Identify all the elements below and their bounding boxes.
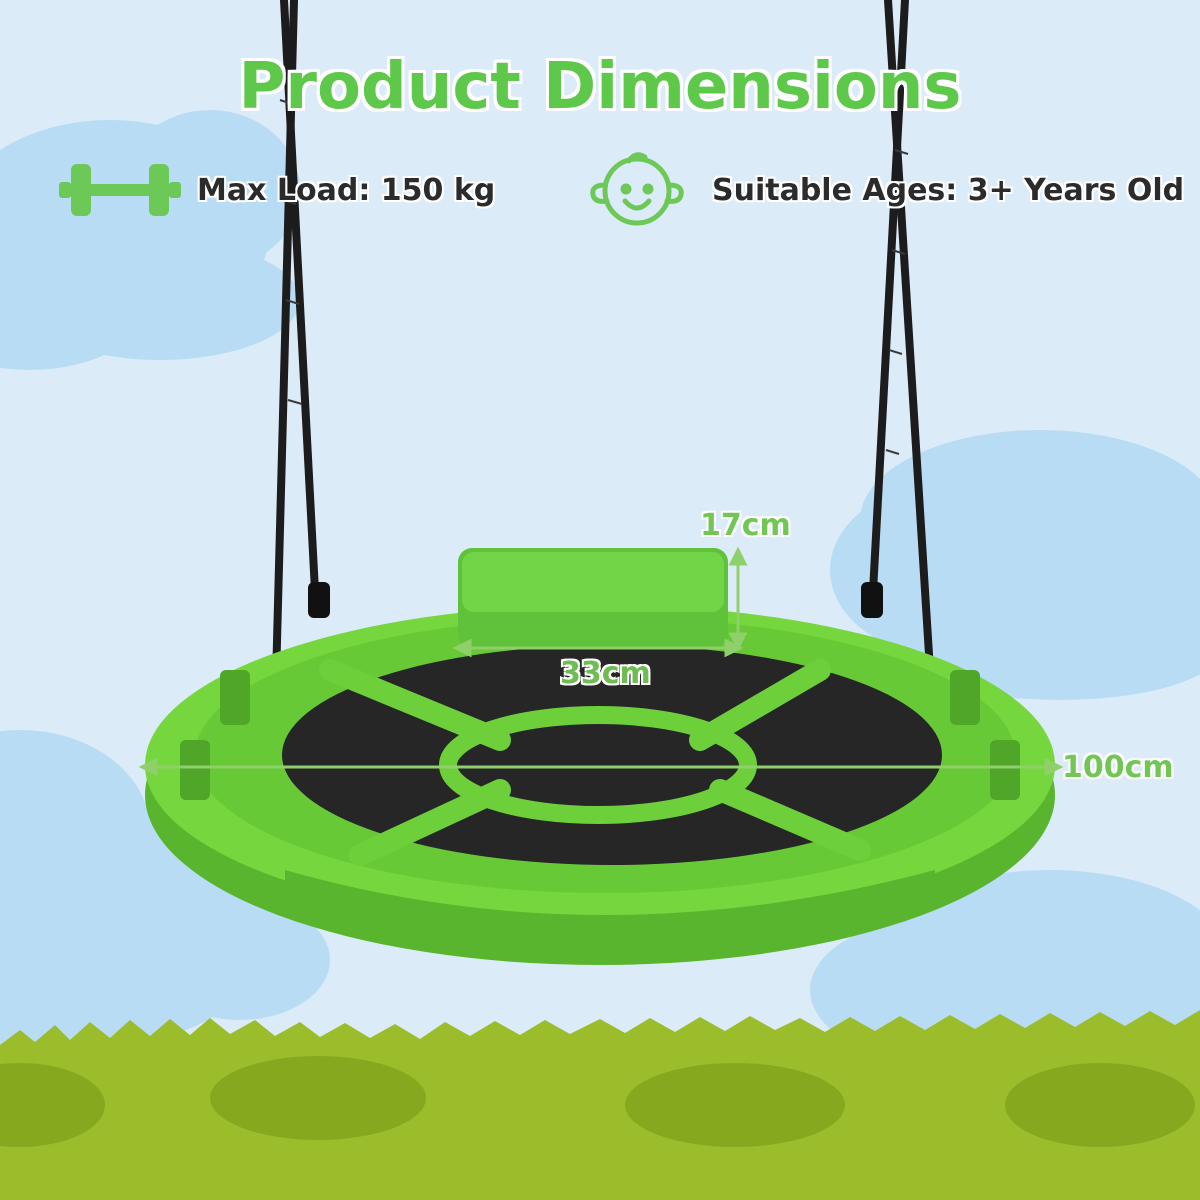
pillow-width-label: 33cm xyxy=(560,656,651,691)
rope-twist-marks xyxy=(279,99,909,455)
swing-side-handles xyxy=(180,670,1020,800)
dimension-arrows xyxy=(138,546,1064,777)
max-load-text: Max Load: 150 kg xyxy=(197,172,496,208)
swing-pillow xyxy=(458,548,728,648)
ages-spec: Suitable Ages: 3+ Years Old xyxy=(585,150,1184,230)
baby-face-icon xyxy=(590,152,684,226)
diameter-label: 100cm xyxy=(1062,750,1174,785)
grass-patches xyxy=(0,1056,1195,1147)
cloud-left-top xyxy=(0,110,300,370)
ages-text: Suitable Ages: 3+ Years Old xyxy=(712,172,1185,208)
swing-front-band xyxy=(285,870,935,943)
swing-center-ring xyxy=(439,706,757,824)
dumbbell-icon xyxy=(59,164,181,216)
max-load-spec: Max Load: 150 kg xyxy=(55,150,495,230)
page-title: Product Dimensions xyxy=(238,50,962,124)
pillow-height-label: 17cm xyxy=(700,508,791,543)
cloud-right-middle xyxy=(830,430,1200,700)
